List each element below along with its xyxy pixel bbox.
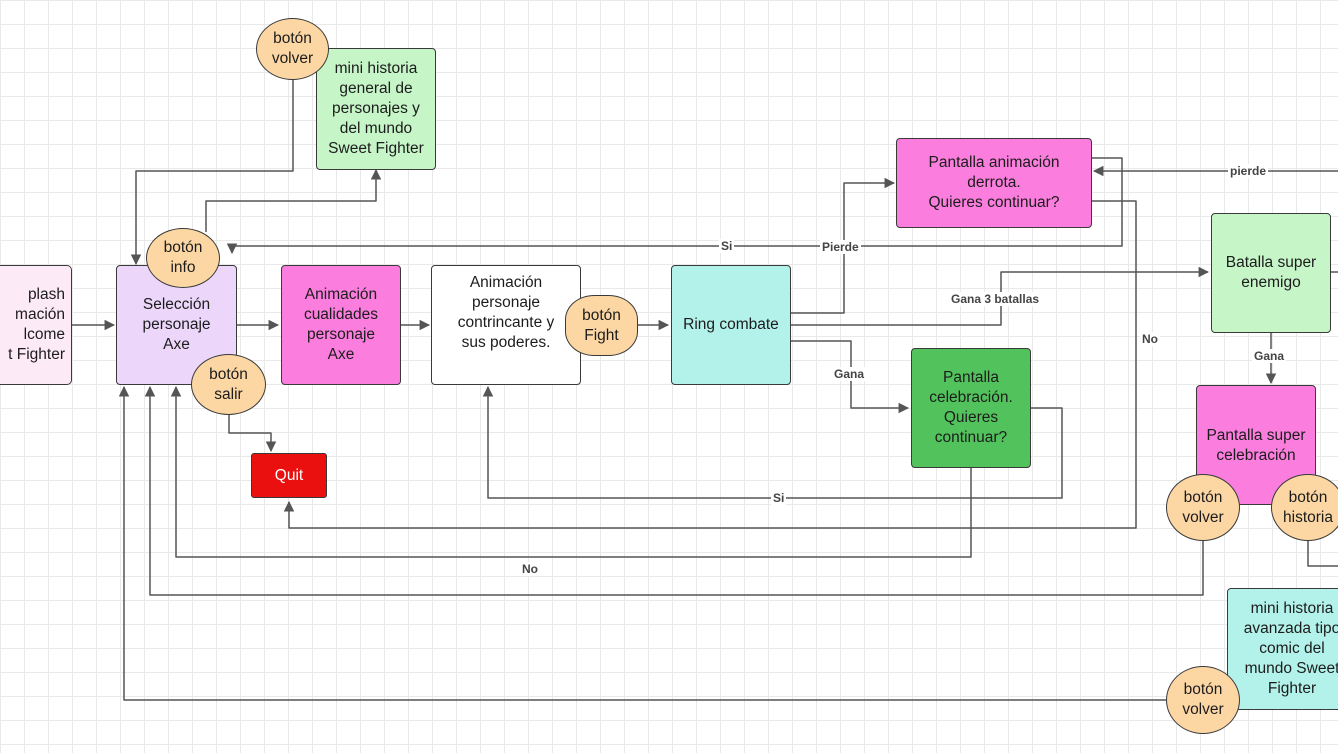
node-pantalla-derrota: Pantalla animación derrota. Quieres cont… (896, 138, 1092, 228)
boton-historia: botón historia (1271, 474, 1338, 541)
edge-celebracion-contrincante (482, 385, 1063, 499)
node-mini-historia: mini historia general de personajes y de… (316, 48, 436, 170)
edge-label-gana-super: Gana (1252, 349, 1287, 363)
node-mini-historia-avanzada: mini historia avanzada tipo comic del mu… (1227, 588, 1338, 710)
boton-salir: botón salir (191, 354, 266, 415)
node-pantalla-celebracion: Pantalla celebración. Quieres continuar? (911, 348, 1031, 468)
edge-volver-bottom-seleccion (118, 385, 1166, 701)
edge-label-pierde: Pierde (820, 240, 861, 254)
node-batalla-super-enemigo: Batalla super enemigo (1211, 213, 1331, 333)
node-animacion-contrincante: Animación personaje contrincante y sus p… (431, 265, 581, 385)
node-ring-combate: Ring combate (671, 265, 791, 385)
edge-derrota-quit (283, 200, 1137, 529)
edge-label-si-top: Si (719, 239, 735, 253)
boton-volver-top: botón volver (256, 18, 329, 80)
edge-salir-quit (228, 415, 277, 453)
edge-label-pierde-right: pierde (1228, 164, 1269, 178)
node-animacion-cualidades: Animación cualidades personaje Axe (281, 265, 401, 385)
boton-info: botón info (146, 228, 220, 288)
edge-derrota-seleccion (226, 157, 1123, 255)
boton-volver-right: botón volver (1166, 474, 1240, 541)
edge-label-si-bottom: Si (771, 491, 787, 505)
edge-volver-right-seleccion (144, 385, 1204, 596)
edge-volver-top-seleccion (130, 77, 294, 266)
node-splash: plash mación lcome t Fighter (0, 265, 72, 385)
edge-label-no-bottom: No (520, 562, 540, 576)
edge-info-mini-historia (205, 168, 382, 232)
node-quit: Quit (251, 453, 327, 498)
boton-volver-bottom: botón volver (1166, 666, 1240, 734)
boton-fight: botón Fight (565, 295, 638, 356)
edge-historia-offscreen (1307, 541, 1338, 567)
edge-celebracion-seleccion (170, 385, 972, 558)
edge-label-gana-3-batallas: Gana 3 batallas (949, 292, 1042, 306)
edge-label-no-right: No (1140, 332, 1160, 346)
edge-label-gana-ring: Gana (832, 367, 867, 381)
